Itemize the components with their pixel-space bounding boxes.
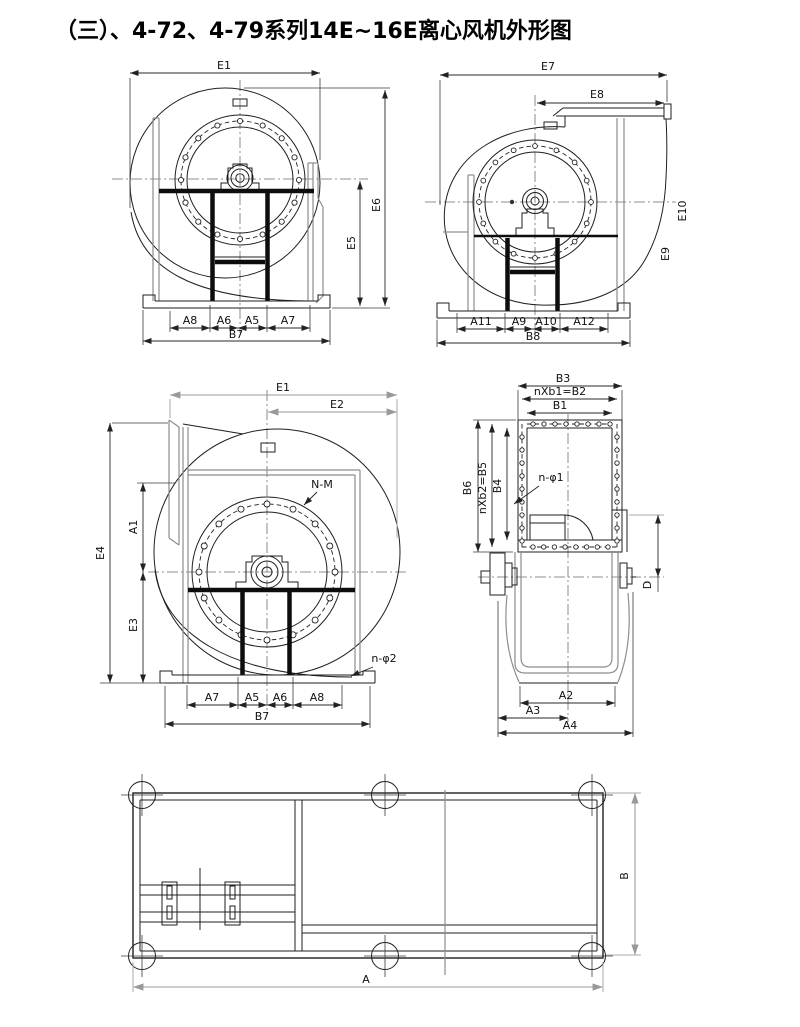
dim-a12: A12 (573, 315, 595, 328)
drive-side-plate (307, 162, 324, 304)
dim-e4: E4 (94, 546, 107, 560)
dim-e10: E10 (676, 201, 689, 222)
dim-e7: E7 (541, 60, 555, 73)
dim-a11: A11 (470, 315, 492, 328)
dim-a1: A1 (127, 520, 140, 535)
inlet-side-plate (152, 117, 160, 301)
drive-side-plate (616, 118, 625, 311)
dim-a7: A7 (281, 314, 296, 327)
flange-bolts (177, 117, 303, 243)
label-nphi2: n-φ2 (371, 652, 396, 665)
flange-bolt-holes (519, 421, 620, 550)
inlet-flange-outer (174, 114, 306, 246)
base-frame (436, 302, 631, 319)
dim-e3: E3 (127, 618, 140, 632)
view-front: B3 nXb1=B2 B1 B6 nXb2=B5 B4 n-φ1 D A2 A3… (461, 372, 664, 737)
dim-e8: E8 (590, 88, 604, 101)
dim-b8: B8 (526, 330, 541, 343)
bearing-motor (480, 552, 636, 596)
dim-a2: A2 (559, 689, 574, 702)
dim-a8: A8 (310, 691, 325, 704)
dim-a5: A5 (245, 691, 260, 704)
dim-b4: B4 (491, 479, 504, 494)
lifting-lug (543, 121, 558, 130)
view-side-large: E1 E2 E4 A1 E3 N-M n-φ2 A7 A5 A6 A8 B7 (94, 381, 408, 728)
bolt-lines (521, 423, 618, 548)
dim-e6: E6 (370, 198, 383, 212)
dim-b: B (618, 872, 631, 880)
view-side-right: E7 E8 E10 E9 A11 A9 A10 A12 B8 (425, 60, 689, 347)
dim-b2: nXb1=B2 (534, 385, 586, 398)
mounting-holes (121, 774, 613, 977)
outlet-flange-frame (517, 419, 623, 553)
bearing-pedestal (220, 163, 260, 190)
base-outer (132, 792, 604, 959)
view-plan-base: A B (121, 774, 641, 992)
dim-b6: B6 (461, 481, 474, 496)
casing-panels (182, 427, 361, 683)
flange-bolts (195, 500, 339, 644)
dim-b7: B7 (229, 328, 244, 341)
dim-b1: B1 (553, 399, 568, 412)
inlet-side-plate (443, 174, 475, 311)
dim-a: A (362, 973, 370, 986)
dim-e1: E1 (276, 381, 290, 394)
label-nm: N-M (311, 478, 333, 491)
dim-b5: nXb2=B5 (476, 462, 489, 514)
dim-d: D (641, 581, 654, 589)
bearing-pedestal (515, 208, 555, 235)
dim-b7: B7 (255, 710, 270, 723)
page-title: （三）、4-72、4-79系列14E~16E离心风机外形图 (55, 18, 572, 44)
dim-a8: A8 (183, 314, 198, 327)
dim-a4: A4 (563, 719, 578, 732)
dim-e1: E1 (217, 59, 231, 72)
view-side-left: E1 E6 E5 A8 A6 A5 A7 B7 (112, 59, 390, 345)
base-frame (142, 294, 331, 309)
inlet-flange-inner (186, 126, 294, 234)
label-nphi1: n-φ1 (538, 471, 563, 484)
bearing-pedestal (235, 555, 299, 590)
base-inner (139, 799, 598, 952)
dim-a9: A9 (512, 315, 527, 328)
outlet-flange-plate (168, 419, 180, 546)
dim-a10: A10 (535, 315, 557, 328)
dim-a3: A3 (526, 704, 541, 717)
dim-e9: E9 (659, 247, 672, 261)
lifting-lug (232, 98, 248, 107)
base-frame (159, 670, 376, 684)
dim-a5: A5 (245, 314, 260, 327)
dim-e5: E5 (345, 236, 358, 250)
casing-body (505, 552, 630, 683)
dim-a6: A6 (273, 691, 288, 704)
dim-a7: A7 (205, 691, 220, 704)
lifting-lug (260, 442, 276, 453)
dim-e2: E2 (330, 398, 344, 411)
dim-b3: B3 (556, 372, 571, 385)
dim-a6: A6 (217, 314, 232, 327)
outlet-duct (552, 103, 672, 127)
